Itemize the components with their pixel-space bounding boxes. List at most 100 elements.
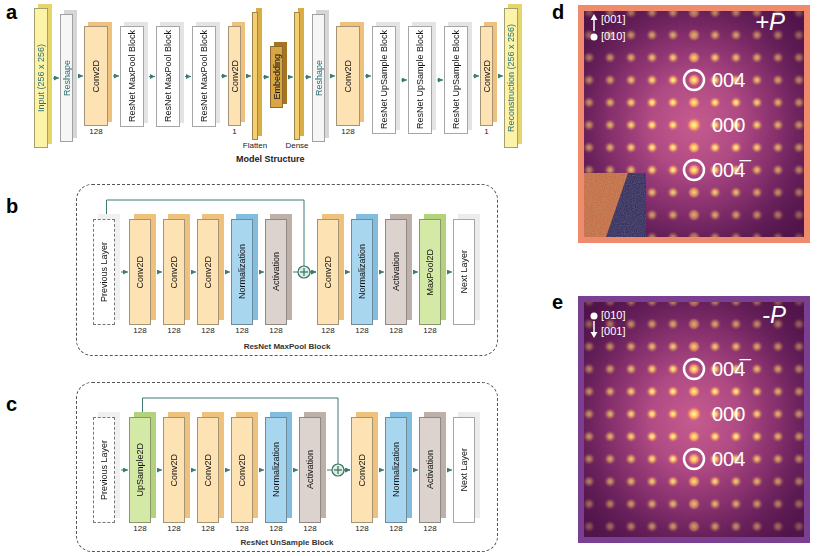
layer-name: ResNet MaxPool Block (199, 30, 209, 122)
data-flow-arrow (345, 272, 350, 273)
layer-name: ResNet UpSample Block (379, 30, 389, 129)
layer-box: Next Layer (453, 417, 475, 523)
layer-box: ResNet UpSample Block (444, 26, 468, 134)
sum-node (298, 266, 310, 278)
layer-name: Reconstruction (256 x 256) (506, 24, 516, 132)
layer-name: Normalization (237, 244, 247, 299)
layer-name: Conv2D (323, 256, 333, 289)
data-flow-arrow (221, 76, 227, 77)
layer-box: Reshape (60, 14, 73, 142)
data-flow-arrow (293, 470, 298, 471)
layer-box: Activation128 (385, 219, 407, 325)
panel-frame (578, 296, 810, 543)
channel-count: 1 (484, 128, 488, 136)
layer-box: UpSample2D128 (129, 417, 151, 523)
layer-box: Activation128 (299, 417, 321, 523)
central-spot (686, 117, 702, 133)
layer-name: ResNet MaxPool Block (163, 30, 173, 122)
spot-circle (684, 449, 704, 469)
reflection-index: 000 (712, 115, 745, 135)
layer-box: Conv2D128 (129, 219, 151, 325)
axis-label: [001] (601, 326, 625, 337)
layer-box: Conv2D128 (84, 26, 108, 126)
data-flow-arrow (225, 272, 230, 273)
diffraction-spots (584, 11, 804, 237)
layer-name: UpSample2D (135, 443, 145, 497)
data-flow-arrow (413, 470, 418, 471)
pattern-ground (584, 302, 804, 537)
layer-name: ResNet UpSample Block (415, 30, 425, 129)
pattern-ground (584, 11, 804, 237)
layer-name: Conv2D (343, 60, 353, 93)
reflection-index: 004 (712, 70, 745, 90)
layer-box: Conv2D128 (351, 417, 373, 523)
layer-name: Conv2D (357, 454, 367, 487)
layer-box: ResNet MaxPool Block (192, 26, 216, 127)
data-flow-arrow (225, 470, 230, 471)
layer-box: Flatten (252, 12, 258, 140)
layer-box: Normalization128 (265, 417, 287, 523)
layer-name: Next Layer (459, 250, 469, 294)
layer-name: Previous Layer (99, 242, 109, 302)
channel-count: 128 (89, 128, 102, 136)
channel-count: 128 (235, 327, 248, 335)
axis-dot (591, 34, 598, 41)
axis-dot (591, 313, 598, 320)
axis-label: [001] (601, 14, 625, 25)
layer-box: Conv2D128 (231, 417, 253, 523)
data-flow-arrow (259, 272, 264, 273)
panel-letter: a (6, 2, 17, 22)
layer-name: Activation (391, 252, 401, 291)
layer-name: Conv2D (203, 256, 213, 289)
layer-name: Conv2D (482, 60, 492, 93)
spot-circle (684, 160, 704, 180)
layer-box: Conv2D1 (228, 26, 241, 126)
block-caption: ResNet MaxPool Block (77, 343, 497, 351)
block-container: ResNet MaxPool Block Previous Layer Conv2D… (76, 184, 498, 356)
reflection-index: 004̅ (712, 160, 745, 180)
layer-box: Reshape (312, 14, 325, 142)
layer-box: Activation128 (265, 219, 287, 325)
channel-count: 128 (321, 327, 334, 335)
data-flow-arrow (246, 76, 251, 77)
layer-name: Reshape (62, 60, 72, 96)
layer-box: Conv2D128 (336, 26, 360, 126)
layer-name: Activation (271, 252, 281, 291)
vignette (584, 11, 804, 237)
panel-letter: c (6, 394, 17, 414)
channel-count: 128 (167, 327, 180, 335)
data-flow-arrow (305, 77, 311, 78)
panel-letter: d (552, 2, 564, 22)
data-flow-arrow (157, 272, 162, 273)
layer-box: Normalization128 (351, 219, 373, 325)
reflection-index: 004 (712, 449, 745, 469)
layer-name: Dense (285, 142, 308, 150)
inset-image (584, 173, 646, 237)
layer-box: MaxPool2D128 (419, 219, 441, 325)
layer-name: Input (256 x 256) (36, 44, 46, 112)
data-flow-arrow (447, 470, 452, 471)
layer-box: Previous Layer (93, 417, 115, 523)
layer-name: Conv2D (237, 454, 247, 487)
layer-box: Previous Layer (93, 219, 115, 325)
panel-letter: b (6, 196, 18, 216)
channel-count: 128 (269, 525, 282, 533)
layer-box: ResNet MaxPool Block (120, 26, 144, 127)
layer-name: Normalization (357, 244, 367, 299)
axis-arrow (591, 332, 598, 338)
data-flow-arrow (149, 76, 155, 77)
layer-box: Activation128 (419, 417, 441, 523)
channel-count: 128 (235, 525, 248, 533)
axis-arrow (593, 321, 595, 333)
sum-node (332, 464, 344, 476)
layer-name: MaxPool2D (425, 249, 435, 296)
panel-letter: e (552, 292, 563, 312)
channel-count: 128 (341, 128, 354, 136)
block-caption: ResNet UnSample Block (77, 539, 497, 547)
layer-name: Conv2D (230, 60, 240, 93)
data-flow-arrow (259, 470, 264, 471)
layer-name: Conv2D (135, 256, 145, 289)
channel-count: 128 (303, 525, 316, 533)
data-flow-arrow (157, 470, 162, 471)
layer-name: Conv2D (203, 454, 213, 487)
